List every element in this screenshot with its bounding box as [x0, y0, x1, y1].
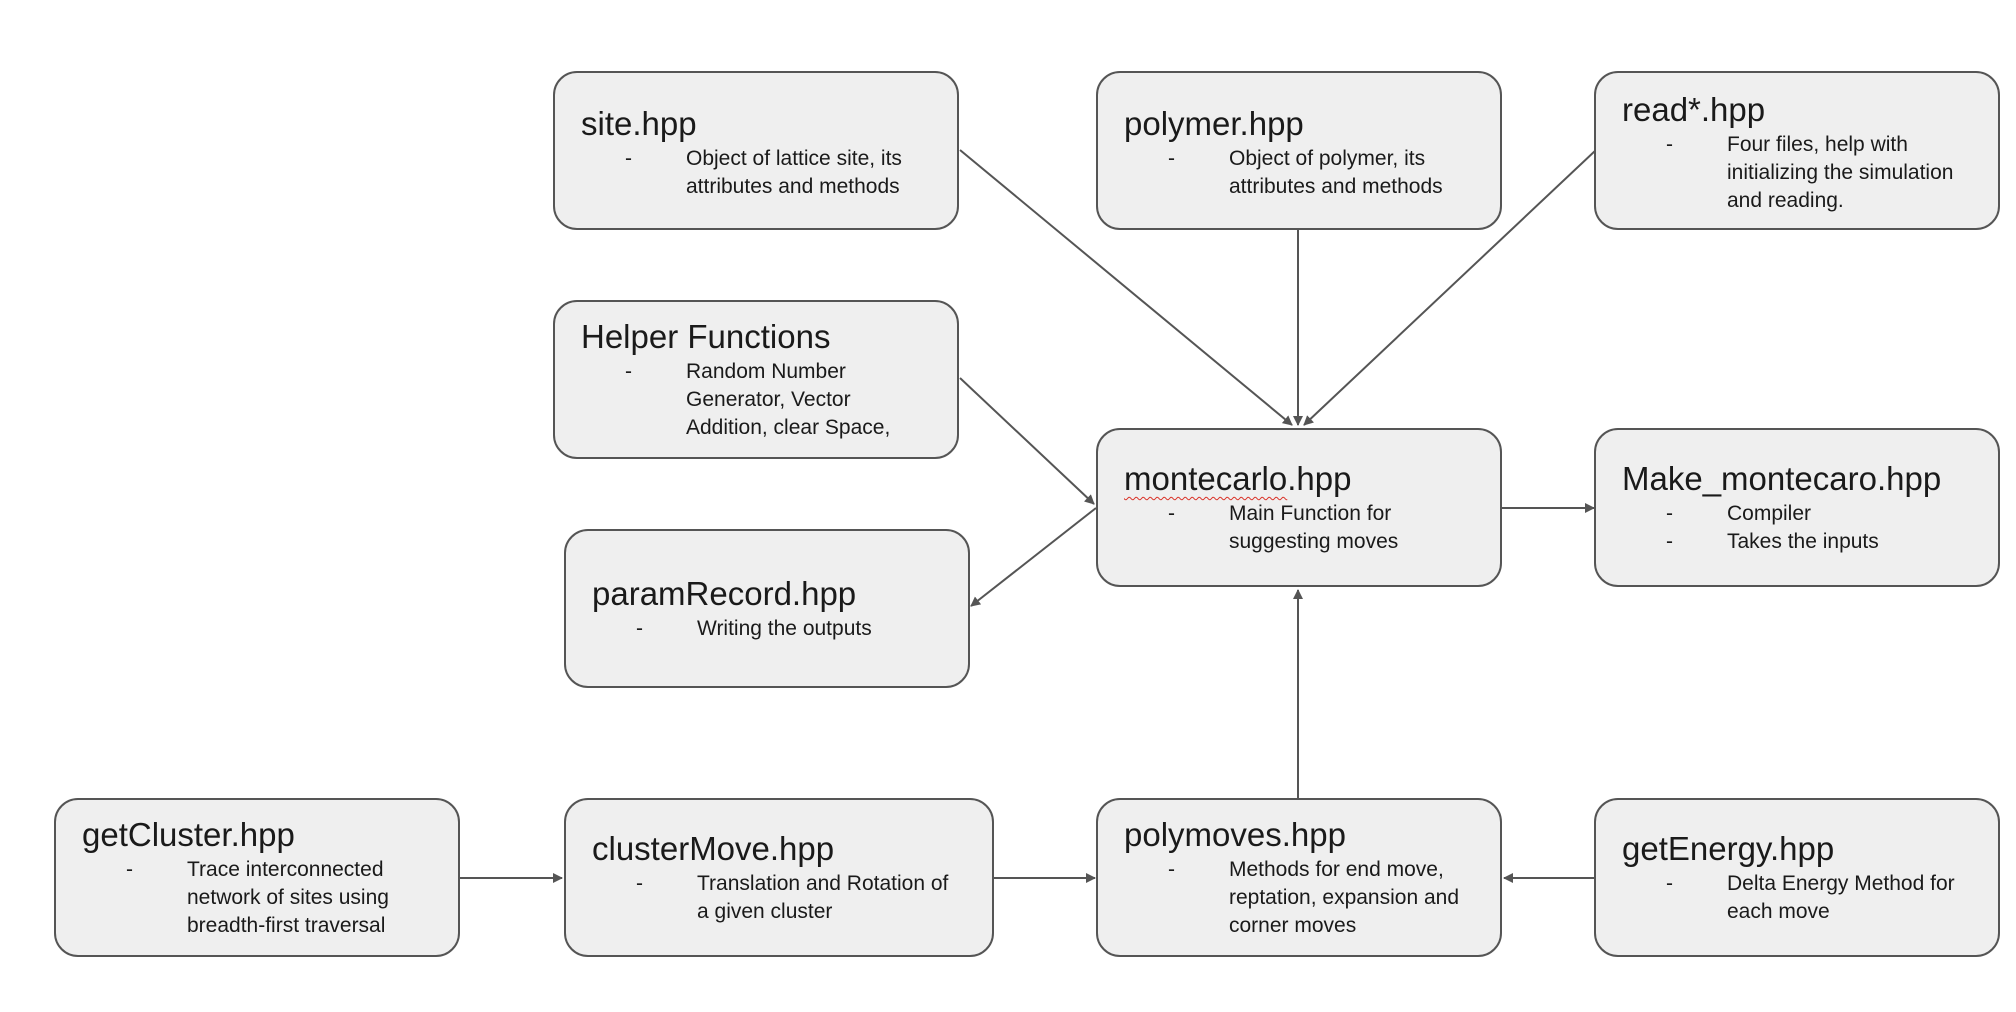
title-main: montecarlo	[1124, 460, 1288, 497]
node-polymoves: polymoves.hpp - Methods for end move, re…	[1096, 798, 1502, 957]
node-title: clusterMove.hpp	[592, 830, 835, 867]
bullet-marker: -	[1666, 872, 1673, 895]
node-description: Compiler	[1727, 502, 1812, 525]
bullet-marker: -	[1666, 502, 1673, 525]
node-description: Object of lattice site, its attributes a…	[686, 147, 902, 198]
node-title: getEnergy.hpp	[1622, 830, 1835, 867]
node-title: getCluster.hpp	[82, 816, 295, 853]
node-getcluster: getCluster.hpp - Trace interconnected ne…	[54, 798, 460, 957]
node-title: montecarlo.hpp	[1124, 460, 1351, 498]
bullet-marker: -	[126, 858, 133, 881]
node-title: Make_montecaro.hpp	[1622, 460, 1942, 497]
node-description: Four files, help with initializing the s…	[1727, 133, 1954, 212]
node-read: read*.hpp - Four files, help with initia…	[1594, 71, 2000, 230]
node-description: Writing the outputs	[697, 617, 872, 640]
bullet-marker: -	[1666, 133, 1673, 156]
node-paramrecord: paramRecord.hpp - Writing the outputs	[564, 529, 970, 688]
bullet-marker: -	[1168, 147, 1175, 170]
node-title: read*.hpp	[1622, 91, 1766, 128]
node-description: Main Function for suggesting moves	[1229, 502, 1399, 553]
node-description: Random Number Generator, Vector Addition…	[686, 360, 891, 439]
node-title: paramRecord.hpp	[592, 575, 857, 612]
node-description: Takes the inputs	[1727, 530, 1879, 553]
bullet-marker: -	[625, 360, 632, 383]
node-getenergy: getEnergy.hpp - Delta Energy Method for …	[1594, 798, 2000, 957]
node-clustermove: clusterMove.hpp - Translation and Rotati…	[564, 798, 994, 957]
node-site: site.hpp - Object of lattice site, its a…	[553, 71, 959, 230]
node-title: site.hpp	[581, 105, 697, 142]
node-description: Trace interconnected network of sites us…	[187, 858, 389, 937]
edge-helper-to-montecarlo	[959, 377, 1095, 505]
node-title: polymoves.hpp	[1124, 816, 1346, 853]
node-helper-functions: Helper Functions - Random Number Generat…	[553, 300, 959, 459]
title-extension: .hpp	[1287, 460, 1352, 497]
node-description: Methods for end move, reptation, expansi…	[1229, 858, 1460, 937]
bullet-marker: -	[636, 872, 643, 895]
node-montecarlo: montecarlo.hpp - Main Function for sugge…	[1096, 428, 1502, 587]
bullet-marker: -	[625, 147, 632, 170]
edge-site-to-montecarlo	[959, 149, 1293, 426]
node-title: Helper Functions	[581, 318, 831, 355]
node-description: Object of polymer, its attributes and me…	[1229, 147, 1443, 198]
node-make-montecaro: Make_montecaro.hpp - Compiler - Takes th…	[1594, 428, 2000, 587]
node-title: polymer.hpp	[1124, 105, 1304, 142]
node-description: Translation and Rotation of a given clus…	[697, 872, 949, 923]
edge-read-to-montecarlo	[1303, 149, 1597, 426]
node-description: Delta Energy Method for each move	[1727, 872, 1955, 923]
bullet-marker: -	[1168, 502, 1175, 525]
node-polymer: polymer.hpp - Object of polymer, its att…	[1096, 71, 1502, 230]
bullet-marker: -	[1666, 530, 1673, 553]
bullet-marker: -	[1168, 858, 1175, 881]
bullet-marker: -	[636, 617, 643, 640]
edge-montecarlo-to-paramrecord	[970, 507, 1097, 607]
